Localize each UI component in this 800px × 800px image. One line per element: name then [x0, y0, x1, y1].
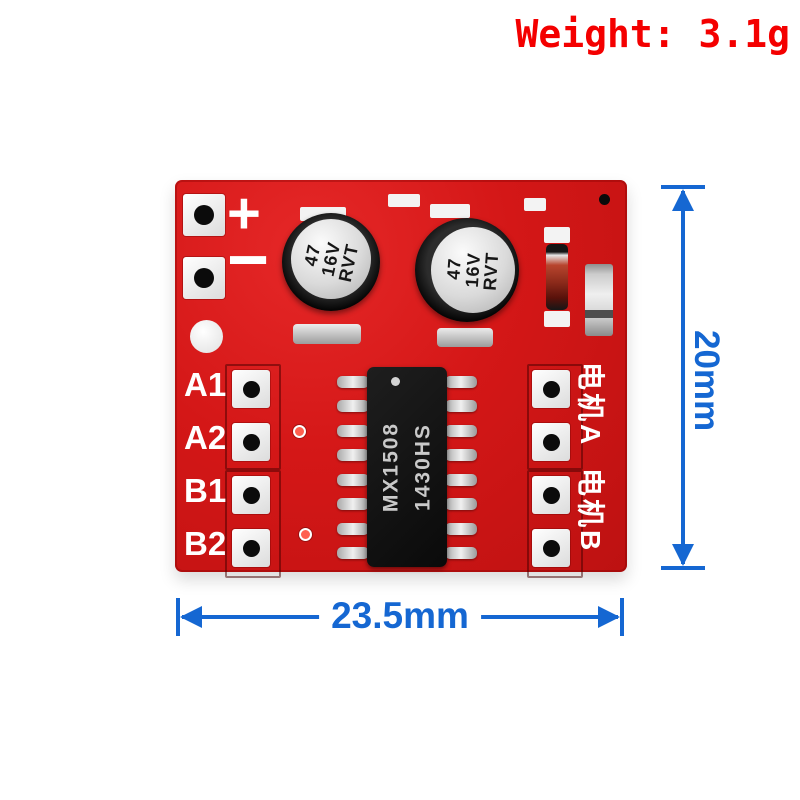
height-dimension-label: 20mm	[687, 330, 726, 432]
plus-marking: +	[227, 181, 261, 246]
diode	[546, 244, 568, 310]
capacitor-2: 47 16V RVT	[415, 218, 519, 322]
pad-b2	[232, 529, 270, 567]
diode-bottom-pad	[544, 311, 570, 327]
dimension-tick	[176, 598, 180, 636]
label-a1: A1	[184, 366, 227, 403]
connector-outline	[225, 364, 281, 470]
via	[293, 425, 306, 438]
dimension-tick	[620, 598, 624, 636]
resistor	[585, 264, 613, 336]
pcb-board: + − 47 16V RVT 47	[175, 180, 627, 578]
width-dimension-arrow: 23.5mm	[176, 595, 624, 638]
dimension-tick	[661, 185, 705, 189]
ic-pin	[337, 449, 369, 461]
silkscreen-pad	[388, 194, 420, 207]
capacitor-1-marking: 47 16V RVT	[284, 212, 379, 307]
dimension-line	[681, 191, 685, 564]
pad-hole	[542, 539, 560, 557]
pad-motor-b2	[532, 529, 570, 567]
pin1-dot	[391, 377, 400, 386]
pad-a2	[232, 423, 270, 461]
ic-pin	[445, 547, 477, 559]
pad-a1	[232, 370, 270, 408]
ic-pin	[445, 498, 477, 510]
pad-hole	[194, 205, 214, 225]
pad-hole	[242, 380, 260, 398]
pad-motor-a1	[532, 370, 570, 408]
arrowhead-left-icon	[180, 606, 202, 628]
connector-outline	[527, 470, 583, 578]
cap2-top-pad	[430, 204, 470, 218]
dimension-tick	[661, 566, 705, 570]
label-b2: B2	[184, 525, 227, 562]
capacitor-2-top: 47 16V RVT	[431, 227, 515, 313]
cap2-bottom-pad	[437, 328, 493, 347]
mounting-hole	[190, 320, 223, 353]
power-pad-negative	[183, 257, 225, 299]
arrowhead-right-icon	[598, 606, 620, 628]
pad-motor-a2	[532, 423, 570, 461]
ic-pin	[337, 474, 369, 486]
pad-hole	[542, 486, 560, 504]
height-dimension-arrow	[661, 185, 705, 570]
cap1-bottom-pad	[293, 324, 361, 344]
ic-pin	[337, 425, 369, 437]
ic-date-code: 1430HS	[411, 423, 434, 511]
ic-pin	[337, 376, 369, 388]
power-pad-positive	[183, 194, 225, 236]
cap-series: RVT	[479, 251, 503, 292]
ic-marking: MX1508 1430HS	[376, 422, 439, 512]
capacitor-1: 47 16V RVT	[282, 213, 380, 311]
capacitor-1-top: 47 16V RVT	[291, 219, 371, 299]
pad-hole	[542, 380, 560, 398]
pad-hole	[242, 433, 260, 451]
ic-pin	[445, 376, 477, 388]
ic-pin	[445, 523, 477, 535]
ic-part-number: MX1508	[379, 421, 403, 513]
ic-pin	[445, 474, 477, 486]
pad-hole	[242, 486, 260, 504]
pad-hole	[194, 268, 214, 288]
pad-b1	[232, 476, 270, 514]
fiducial-dot	[599, 194, 610, 205]
ic-pin	[337, 547, 369, 559]
silkscreen-pad	[524, 198, 546, 211]
via	[299, 528, 312, 541]
pad-hole	[542, 433, 560, 451]
pad-hole	[242, 539, 260, 557]
ic-pin	[445, 449, 477, 461]
arrowhead-down-icon	[672, 544, 694, 566]
diode-top-pad	[544, 227, 570, 243]
ic-pin	[337, 498, 369, 510]
capacitor-2-marking: 47 16V RVT	[427, 225, 519, 315]
arrowhead-up-icon	[672, 189, 694, 211]
label-a2: A2	[184, 419, 227, 456]
ic-pin	[337, 523, 369, 535]
ic-pin	[445, 400, 477, 412]
pad-motor-b1	[532, 476, 570, 514]
label-motor-a: 电机A	[575, 362, 606, 448]
weight-label: Weight: 3.1g	[515, 12, 790, 56]
ic-pin	[337, 400, 369, 412]
ic-chip: MX1508 1430HS	[367, 367, 447, 567]
width-dimension-label: 23.5mm	[319, 595, 481, 638]
ic-pin	[445, 425, 477, 437]
label-b1: B1	[184, 472, 227, 509]
resistor-band	[585, 310, 613, 318]
label-motor-b: 电机B	[575, 468, 606, 554]
minus-marking: −	[227, 220, 270, 300]
connector-outline	[527, 364, 583, 470]
connector-outline	[225, 470, 281, 578]
